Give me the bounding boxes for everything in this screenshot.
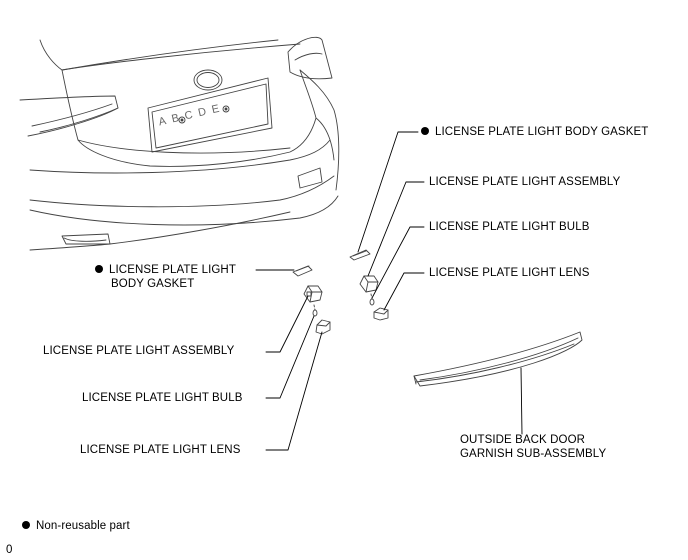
callout-garnish: OUTSIDE BACK DOOR GARNISH SUB-ASSEMBLY — [460, 433, 606, 461]
callout-right-gasket: LICENSE PLATE LIGHT BODY GASKET — [421, 125, 648, 139]
leader-lines — [255, 131, 523, 451]
callout-right-assembly: LICENSE PLATE LIGHT ASSEMBLY — [429, 176, 621, 188]
callout-garnish-line1: OUTSIDE BACK DOOR — [460, 434, 586, 446]
leader-left-assembly — [265, 295, 309, 353]
left-gasket-part — [292, 265, 313, 277]
legend: Non-reusable part — [22, 519, 130, 533]
callout-left-gasket-line1: LICENSE PLATE LIGHT — [109, 264, 236, 276]
non-reusable-bullet-icon — [95, 265, 103, 273]
vehicle-rear-outline: ABCDE — [19, 36, 340, 251]
callout-garnish-line2: GARNISH SUB-ASSEMBLY — [460, 448, 607, 460]
leader-right-bulb — [371, 226, 425, 299]
callout-left-assembly: LICENSE PLATE LIGHT ASSEMBLY — [43, 345, 235, 357]
callout-left-gasket-line2: BODY GASKET — [111, 278, 195, 290]
non-reusable-bullet-icon — [421, 127, 429, 135]
right-light-assembly-part — [359, 275, 379, 293]
callout-right-lens: LICENSE PLATE LIGHT LENS — [429, 267, 590, 279]
leader-right-assembly — [367, 181, 425, 277]
left-lens-part — [315, 319, 331, 335]
right-lens-part — [373, 307, 389, 321]
left-bulb-part — [312, 304, 318, 317]
callout-right-gasket-text: LICENSE PLATE LIGHT BODY GASKET — [435, 126, 649, 138]
leader-right-gasket — [357, 131, 419, 253]
garnish-part — [413, 331, 583, 387]
leader-right-lens — [383, 272, 425, 311]
leader-left-bulb — [265, 315, 315, 399]
figure-code: 0 — [6, 544, 13, 556]
legend-text: Non-reusable part — [36, 520, 130, 532]
left-light-assembly-part — [303, 285, 323, 303]
callout-left-bulb: LICENSE PLATE LIGHT BULB — [82, 392, 243, 404]
plate-lettering: ABCDE — [157, 101, 226, 128]
callout-right-bulb: LICENSE PLATE LIGHT BULB — [429, 221, 590, 233]
leader-left-lens — [265, 331, 323, 451]
callout-left-lens: LICENSE PLATE LIGHT LENS — [80, 444, 241, 456]
right-gasket-part — [349, 249, 371, 261]
non-reusable-bullet-icon — [22, 521, 30, 529]
callout-left-gasket: LICENSE PLATE LIGHT BODY GASKET — [95, 263, 236, 291]
leader-garnish — [520, 367, 523, 435]
